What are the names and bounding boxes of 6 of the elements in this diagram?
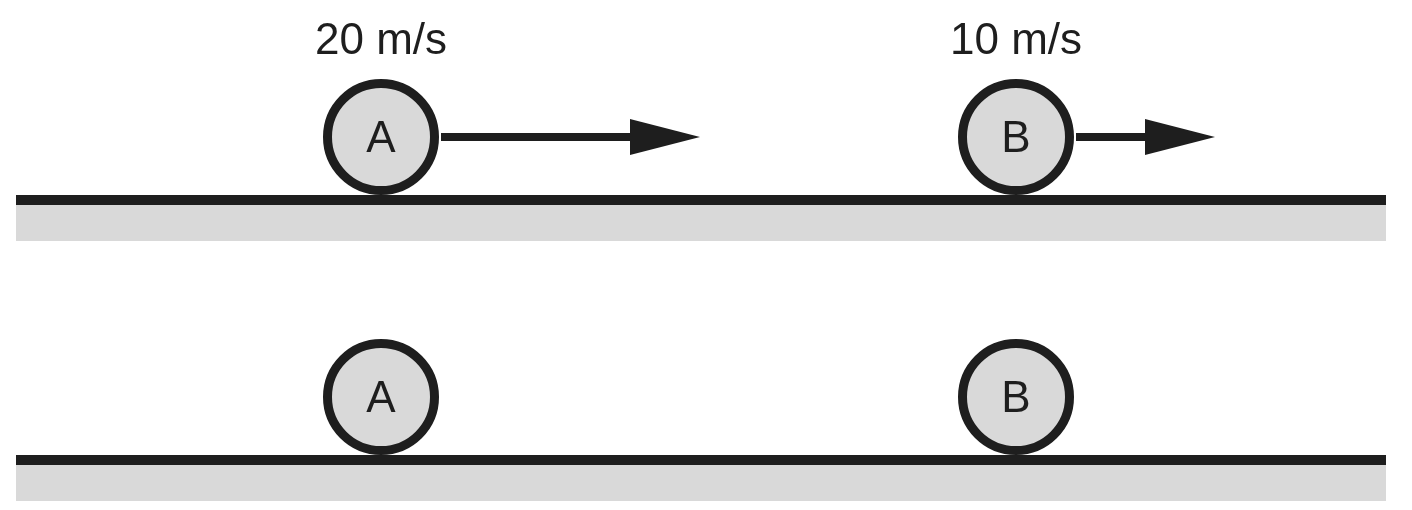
ball-letter: A bbox=[366, 375, 396, 419]
ball-letter: B bbox=[1001, 115, 1031, 159]
ball-letter: A bbox=[366, 115, 396, 159]
ball-letter: B bbox=[1001, 375, 1031, 419]
speed-label: 10 m/s bbox=[950, 17, 1082, 61]
speed-label: 20 m/s bbox=[315, 17, 447, 61]
